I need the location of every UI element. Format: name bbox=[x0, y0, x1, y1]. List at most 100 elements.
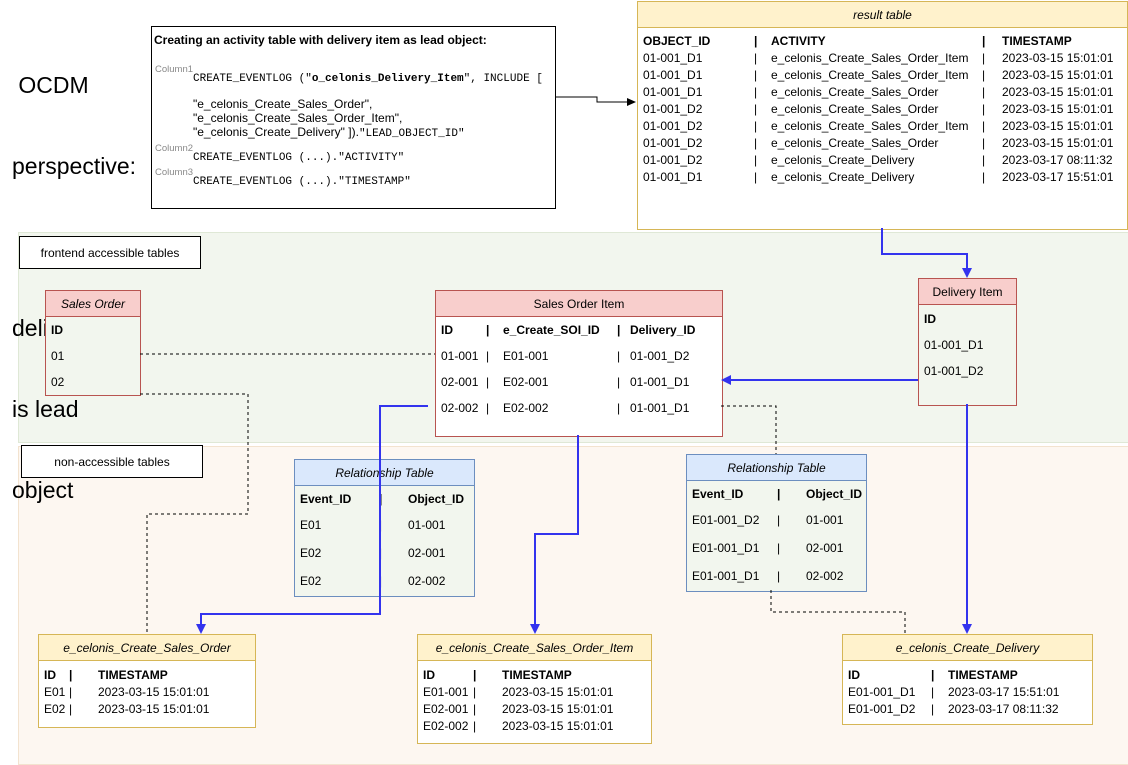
table-cell: | bbox=[754, 102, 758, 116]
code-line: CREATE_EVENTLOG (...)."ACTIVITY" bbox=[193, 152, 405, 164]
table-cell: e_celonis_Create_Delivery bbox=[771, 170, 915, 184]
eventlog-code-box: Creating an activity table with delivery… bbox=[151, 26, 556, 209]
table-cell: | bbox=[69, 702, 73, 716]
table-cell: 2023-03-17 15:51:01 bbox=[1002, 170, 1114, 184]
table-cell: | bbox=[486, 401, 490, 415]
code-to-result-arrow bbox=[555, 96, 636, 106]
column-header: Object_ID bbox=[408, 492, 465, 506]
column-header: | bbox=[931, 668, 935, 682]
table-cell: 01-001_D1 bbox=[643, 51, 703, 65]
column-header: ID bbox=[51, 323, 63, 337]
table-cell: | bbox=[754, 68, 758, 82]
soi-to-event-arrow bbox=[530, 435, 579, 634]
relationship-table-title: Relationship Table bbox=[295, 460, 474, 486]
include-list: "e_celonis_Create_Sales_Order", "e_celon… bbox=[193, 97, 465, 141]
table-cell: E01-001_D1 bbox=[692, 541, 760, 555]
column-header: ID bbox=[848, 668, 860, 682]
table-cell: 2023-03-15 15:01:01 bbox=[1002, 51, 1114, 65]
table-cell: 01-001_D2 bbox=[643, 102, 703, 116]
table-cell: 01-001_D2 bbox=[643, 119, 703, 133]
column-header: ID bbox=[423, 668, 435, 682]
table-cell: | bbox=[69, 685, 73, 699]
table-cell: e_celonis_Create_Delivery bbox=[771, 153, 915, 167]
table-cell: | bbox=[982, 85, 986, 99]
column-header: Object_ID bbox=[806, 487, 863, 501]
table-cell: | bbox=[754, 170, 758, 184]
column-header: | bbox=[617, 323, 621, 337]
frontend-label: frontend accessible tables bbox=[19, 236, 201, 269]
table-cell: 2023-03-15 15:01:01 bbox=[502, 685, 614, 699]
table-cell: 2023-03-17 08:11:32 bbox=[1002, 153, 1113, 167]
column-header: TIMESTAMP bbox=[502, 668, 572, 682]
table-cell: E01-001_D2 bbox=[692, 513, 760, 527]
table-cell: e_celonis_Create_Sales_Order_Item bbox=[771, 119, 969, 133]
column-header: OBJECT_ID bbox=[643, 34, 711, 48]
table-cell: 2023-03-15 15:01:01 bbox=[1002, 85, 1114, 99]
table-cell: | bbox=[473, 685, 477, 699]
result-table: result table OBJECT_ID|ACTIVITY|TIMESTAM… bbox=[637, 1, 1128, 230]
table-cell: 2023-03-15 15:01:01 bbox=[1002, 136, 1114, 150]
column1-label: Column1 bbox=[155, 64, 194, 75]
soi-to-sales-order-event-arrow bbox=[196, 405, 428, 634]
table-cell: | bbox=[617, 349, 621, 363]
code-line: "e_celonis_Create_Sales_Order", bbox=[193, 97, 373, 111]
table-cell: | bbox=[982, 153, 986, 167]
code-fragment: CREATE_EVENTLOG (" bbox=[193, 73, 312, 85]
column-header: | bbox=[69, 668, 73, 682]
table-cell: 2023-03-15 15:01:01 bbox=[98, 702, 210, 716]
table-cell: 2023-03-15 15:01:01 bbox=[1002, 102, 1114, 116]
dashed-connector bbox=[721, 405, 777, 454]
code-line: "e_celonis_Create_Sales_Order_Item", bbox=[193, 111, 403, 125]
code-title: Creating an activity table with delivery… bbox=[154, 33, 487, 47]
table-cell: 2023-03-15 15:01:01 bbox=[1002, 68, 1114, 82]
table-cell: 01-001_D1 bbox=[630, 375, 690, 389]
table-cell: | bbox=[777, 569, 781, 583]
table-cell: 01-001_D1 bbox=[643, 85, 703, 99]
table-cell: | bbox=[617, 401, 621, 415]
table-cell: | bbox=[777, 513, 781, 527]
result-to-delivery-item-arrow bbox=[881, 228, 972, 278]
table-cell: 2023-03-15 15:01:01 bbox=[502, 702, 614, 716]
table-cell: 01-001 bbox=[408, 518, 446, 532]
table-cell: | bbox=[982, 51, 986, 65]
event-table-title: e_celonis_Create_Delivery bbox=[843, 635, 1092, 661]
code-fragment: "e_celonis_Create_Delivery" ]). bbox=[193, 125, 359, 139]
table-cell: 2023-03-17 15:51:01 bbox=[948, 685, 1060, 699]
table-cell: 02-002 bbox=[441, 401, 479, 415]
table-cell: | bbox=[982, 119, 986, 133]
table-cell: | bbox=[754, 136, 758, 150]
column-header: Event_ID bbox=[692, 487, 744, 501]
column-header: | bbox=[473, 668, 477, 682]
column-header: TIMESTAMP bbox=[948, 668, 1018, 682]
code-line: "e_celonis_Create_Delivery" ])."LEAD_OBJ… bbox=[193, 125, 465, 141]
table-cell: 01-001_D1 bbox=[924, 338, 984, 352]
table-cell: 01-001_D1 bbox=[643, 170, 703, 184]
table-cell: 02-001 bbox=[806, 541, 844, 555]
table-cell: E02 bbox=[300, 574, 322, 588]
table-cell: E02-001 bbox=[423, 702, 469, 716]
table-cell: 01-001_D2 bbox=[924, 364, 984, 378]
column-header: TIMESTAMP bbox=[98, 668, 168, 682]
table-cell: E01-001_D1 bbox=[848, 685, 916, 699]
heading-line: OCDM bbox=[12, 72, 89, 98]
table-cell: 2023-03-15 15:01:01 bbox=[1002, 119, 1114, 133]
table-cell: 01-001_D1 bbox=[643, 68, 703, 82]
table-cell: | bbox=[931, 685, 935, 699]
sales-order-table: Sales Order ID 01 02 bbox=[45, 290, 141, 396]
event-table-create-sales-order-item: e_celonis_Create_Sales_Order_Item ID | TIM… bbox=[417, 634, 652, 744]
event-table-title: e_celonis_Create_Sales_Order_Item bbox=[418, 635, 651, 661]
heading-line: object bbox=[12, 477, 74, 503]
event-table-create-sales-order: e_celonis_Create_Sales_Order ID|TIMESTAM… bbox=[38, 634, 256, 728]
table-cell: 2023-03-15 15:01:01 bbox=[98, 685, 210, 699]
table-cell: 01-001_D1 bbox=[630, 401, 690, 415]
table-cell: 02-001 bbox=[441, 375, 479, 389]
code-line: CREATE_EVENTLOG ("o_celonis_Delivery_Ite… bbox=[193, 73, 543, 85]
table-cell: | bbox=[617, 375, 621, 389]
column-header: | bbox=[777, 487, 781, 501]
table-cell: 02 bbox=[51, 375, 65, 389]
event-table-create-delivery: e_celonis_Create_Delivery ID | TIMESTAMP E0… bbox=[842, 634, 1093, 725]
table-cell: | bbox=[982, 136, 986, 150]
table-cell: | bbox=[486, 375, 490, 389]
